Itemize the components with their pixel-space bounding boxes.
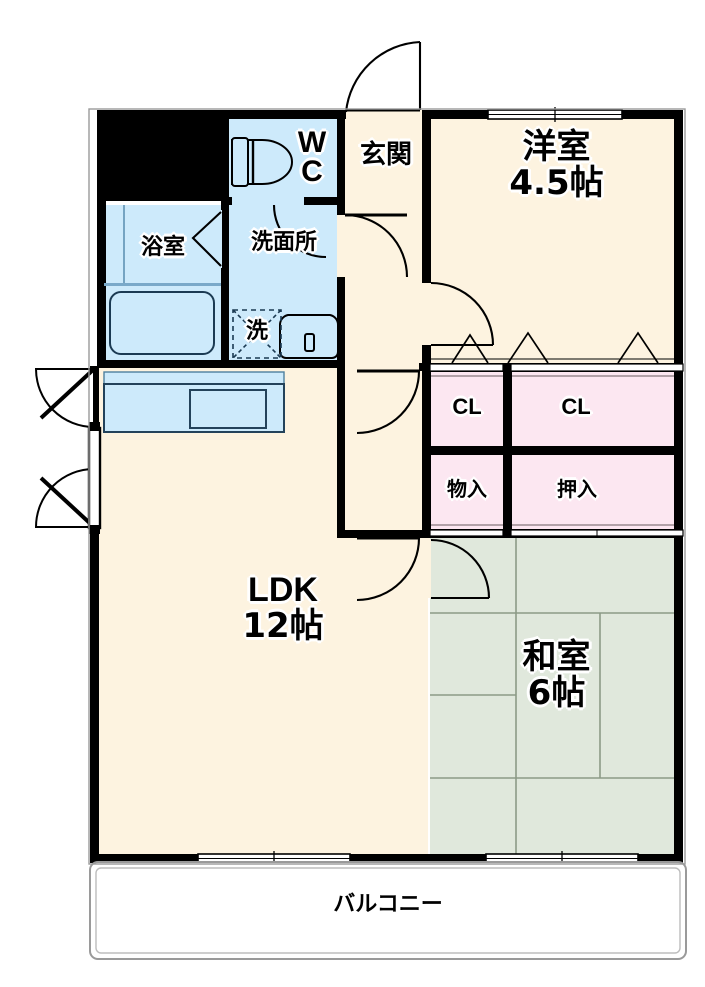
- cl-right-fill: [511, 371, 683, 446]
- closet-slider-lines: [429, 363, 684, 537]
- cl-left-label: CL: [452, 394, 482, 419]
- closet-inner-lines: [430, 375, 683, 526]
- kitchen-sink-fixture: [189, 389, 267, 429]
- balcony-label: バルコニー: [333, 892, 443, 917]
- service-shaft-block: [97, 117, 229, 201]
- cl-right-label: CL: [561, 394, 591, 419]
- yoshitsu-door-arc: [430, 281, 495, 346]
- washitsu-fill: [430, 533, 683, 860]
- washbasin-fixture: [278, 314, 340, 359]
- ldk-french-doors: [34, 367, 102, 534]
- wc-label: W C: [297, 126, 327, 189]
- kitchen-counter-fixture: [103, 371, 285, 433]
- ldk-lower-door-arc: [356, 537, 421, 602]
- senmenjo-inner-door-arc: [272, 204, 327, 259]
- mono-ire-label: 物入: [447, 477, 487, 501]
- genkan-label: 玄関: [359, 140, 412, 170]
- genkan-hall-fill: [344, 118, 430, 578]
- ldk-hall-door-arc: [356, 370, 421, 435]
- bath-folding-door: [191, 211, 222, 267]
- oshi-ire-label: 押入: [557, 477, 597, 501]
- cl-left-fill: [430, 371, 503, 446]
- washitsu-label: 和室 6帖: [522, 637, 591, 713]
- balcony-outline: [89, 861, 687, 960]
- door-swings: [191, 40, 495, 602]
- yoshitsu-fill: [430, 118, 683, 363]
- closet-front-markers: [431, 331, 683, 364]
- toilet-fixture: [231, 137, 293, 187]
- tatami-seams: [430, 533, 683, 860]
- washer-label: 洗: [245, 319, 268, 344]
- genkan-door-arc: [344, 40, 421, 113]
- bathtub-fixture: [109, 291, 215, 355]
- mono-ire-fill: [430, 455, 503, 530]
- ldk-label: LDK 12帖: [242, 571, 324, 646]
- building-outline: [88, 108, 686, 865]
- windows: [197, 107, 684, 867]
- oshi-ire-fill: [511, 455, 683, 530]
- washitsu-door-arc: [430, 538, 491, 599]
- senmenjo-label: 洗面所: [250, 230, 317, 255]
- washer-space-fixture: [232, 309, 282, 359]
- door-openings: [214, 110, 431, 598]
- yokushitsu-label: 浴室: [140, 235, 185, 260]
- yoshitsu-label: 洋室 4.5帖: [509, 127, 604, 203]
